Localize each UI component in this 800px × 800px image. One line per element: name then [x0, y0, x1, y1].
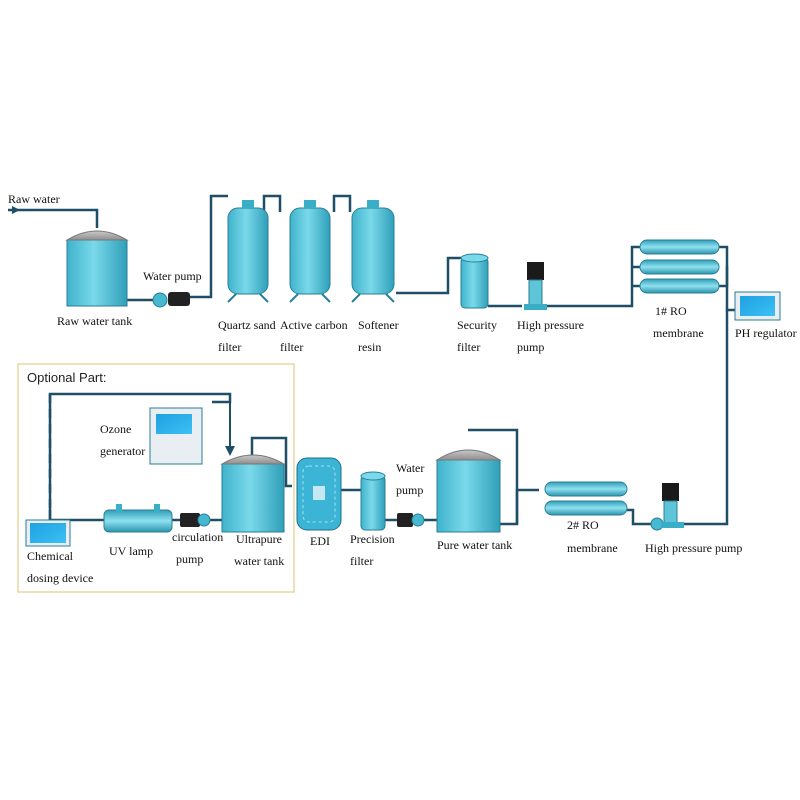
- edi-label: EDI: [310, 534, 330, 548]
- water-pump-top-label: Water pump: [143, 269, 202, 283]
- active-carbon-filter-label-2: filter: [280, 340, 304, 354]
- high-pressure-pump-bottom-label: High pressure pump: [645, 541, 743, 555]
- ro-membrane-1: [639, 239, 720, 294]
- security-filter: [460, 253, 489, 309]
- precision-filter: [360, 471, 386, 531]
- circulation-pump-label-1: circulation: [172, 530, 224, 544]
- ro-membrane-2-label-2: membrane: [567, 541, 618, 555]
- softener-resin-label-2: resin: [358, 340, 382, 354]
- ultrapure-water-tank-label-2: water tank: [234, 554, 285, 568]
- pipes: [8, 194, 735, 526]
- water-pump-bottom-label-2: pump: [396, 483, 424, 497]
- raw-water-tank: [65, 230, 129, 307]
- ro-membrane-1-label-2: membrane: [653, 326, 704, 340]
- softener-resin: [351, 200, 395, 303]
- optional-part-border: [17, 363, 295, 593]
- ozone-generator-label-2: generator: [100, 444, 146, 458]
- uv-lamp: [103, 504, 173, 533]
- high-pressure-pump-top-label-2: pump: [517, 340, 545, 354]
- quartz-sand-filter: [227, 200, 269, 303]
- water-pump-bottom-label-1: Water: [396, 461, 425, 475]
- ro-membrane-1-label-1: 1# RO: [655, 304, 687, 318]
- raw-water-arrow-icon: [12, 206, 20, 214]
- edi-unit: [296, 457, 342, 531]
- chemical-dosing-device: [25, 519, 71, 547]
- ultrapure-water-tank-label-1: Ultrapure: [236, 532, 282, 546]
- active-carbon-filter-label-1: Active carbon: [280, 318, 348, 332]
- water-pump-bottom: [397, 513, 425, 527]
- chemical-dosing-device-label-2: dosing device: [27, 571, 94, 585]
- circulation-pump: [180, 513, 211, 527]
- pure-water-tank-label: Pure water tank: [437, 538, 513, 552]
- circulation-pump-label-2: pump: [176, 552, 204, 566]
- chemical-dosing-device-label-1: Chemical: [27, 549, 73, 563]
- quartz-sand-filter-label-2: filter: [218, 340, 242, 354]
- ph-regulator: [734, 291, 781, 321]
- ozone-generator: [149, 407, 203, 465]
- uv-lamp-label: UV lamp: [109, 544, 154, 558]
- security-filter-label-1: Security: [457, 318, 497, 332]
- precision-filter-label-1: Precision: [350, 532, 395, 546]
- precision-filter-label-2: filter: [350, 554, 374, 568]
- raw-water-tank-label: Raw water tank: [57, 314, 133, 328]
- high-pressure-pump-top-label-1: High pressure: [517, 318, 584, 332]
- active-carbon-filter: [289, 200, 331, 303]
- security-filter-label-2: filter: [457, 340, 481, 354]
- quartz-sand-filter-label-1: Quartz sand: [218, 318, 276, 332]
- ro-membrane-2-label-1: 2# RO: [567, 518, 599, 532]
- arrow-head-icon: [225, 446, 235, 456]
- softener-resin-label-1: Softener: [358, 318, 399, 332]
- high-pressure-pump-bottom: [650, 483, 684, 531]
- ultrapure-water-tank: [220, 454, 286, 533]
- high-pressure-pump-top: [524, 262, 547, 310]
- pure-water-tank: [435, 449, 502, 533]
- raw-water-label: Raw water: [8, 192, 60, 206]
- optional-part-title: Optional Part:: [27, 370, 107, 385]
- ozone-generator-label-1: Ozone: [100, 422, 132, 436]
- water-pump-top: [152, 292, 190, 308]
- ph-regulator-label: PH regulator: [735, 326, 797, 340]
- ro-membrane-2: [544, 481, 628, 516]
